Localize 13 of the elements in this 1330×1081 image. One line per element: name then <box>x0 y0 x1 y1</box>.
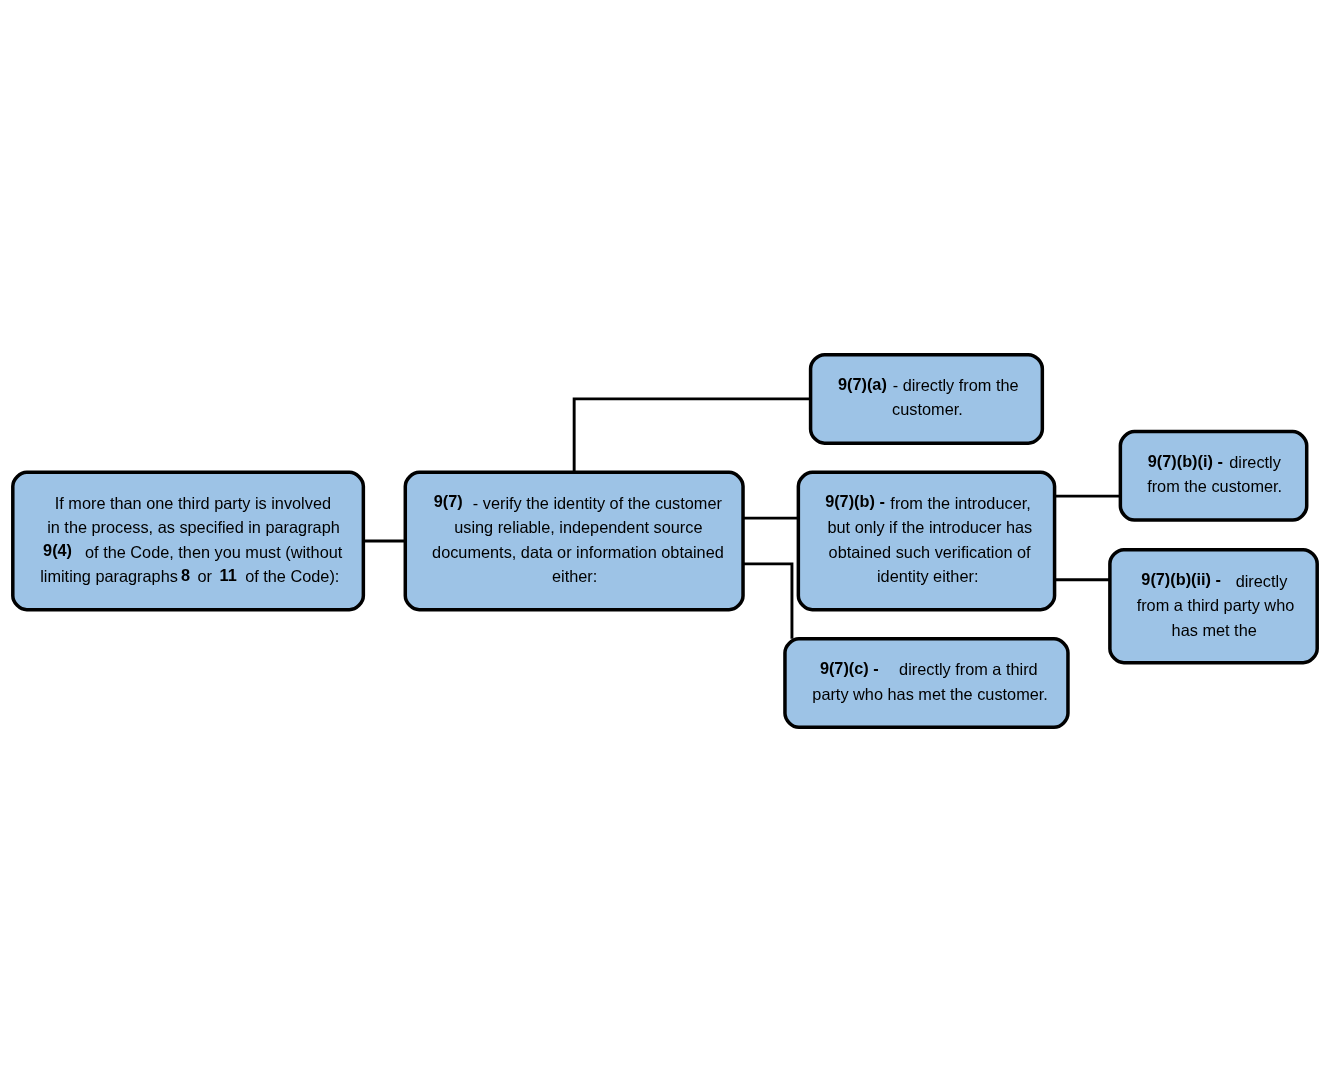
node-box: 9(7)(b)(i) - directly from the customer. <box>1118 429 1309 522</box>
connector <box>1054 577 1110 581</box>
node-box: 9(7) - verify the identity of the customer using reliable, independent source documents, data or information obtained either: <box>403 470 745 611</box>
node-box: 9(7)(b)(ii) - directly from a third party who has met the <box>1108 547 1319 664</box>
connector <box>743 561 794 639</box>
connector <box>363 539 406 542</box>
connector <box>572 396 811 472</box>
node-box: 9(7)(c) - directly from a third party who has met the customer. <box>783 636 1070 729</box>
connector <box>743 516 799 520</box>
node-box: If more than one third party is involved in the process, as specified in paragraph 9(4) of the Code, then you must (without limiting paragraphs 8 or 11 of the Code): <box>11 470 366 611</box>
node-box: 9(7)(b) - from the introducer, but only if the introducer has obtained such verification of identity either: <box>796 470 1057 611</box>
node-box: 9(7)(a) - directly from the customer. <box>808 352 1045 445</box>
connector <box>1054 494 1121 498</box>
